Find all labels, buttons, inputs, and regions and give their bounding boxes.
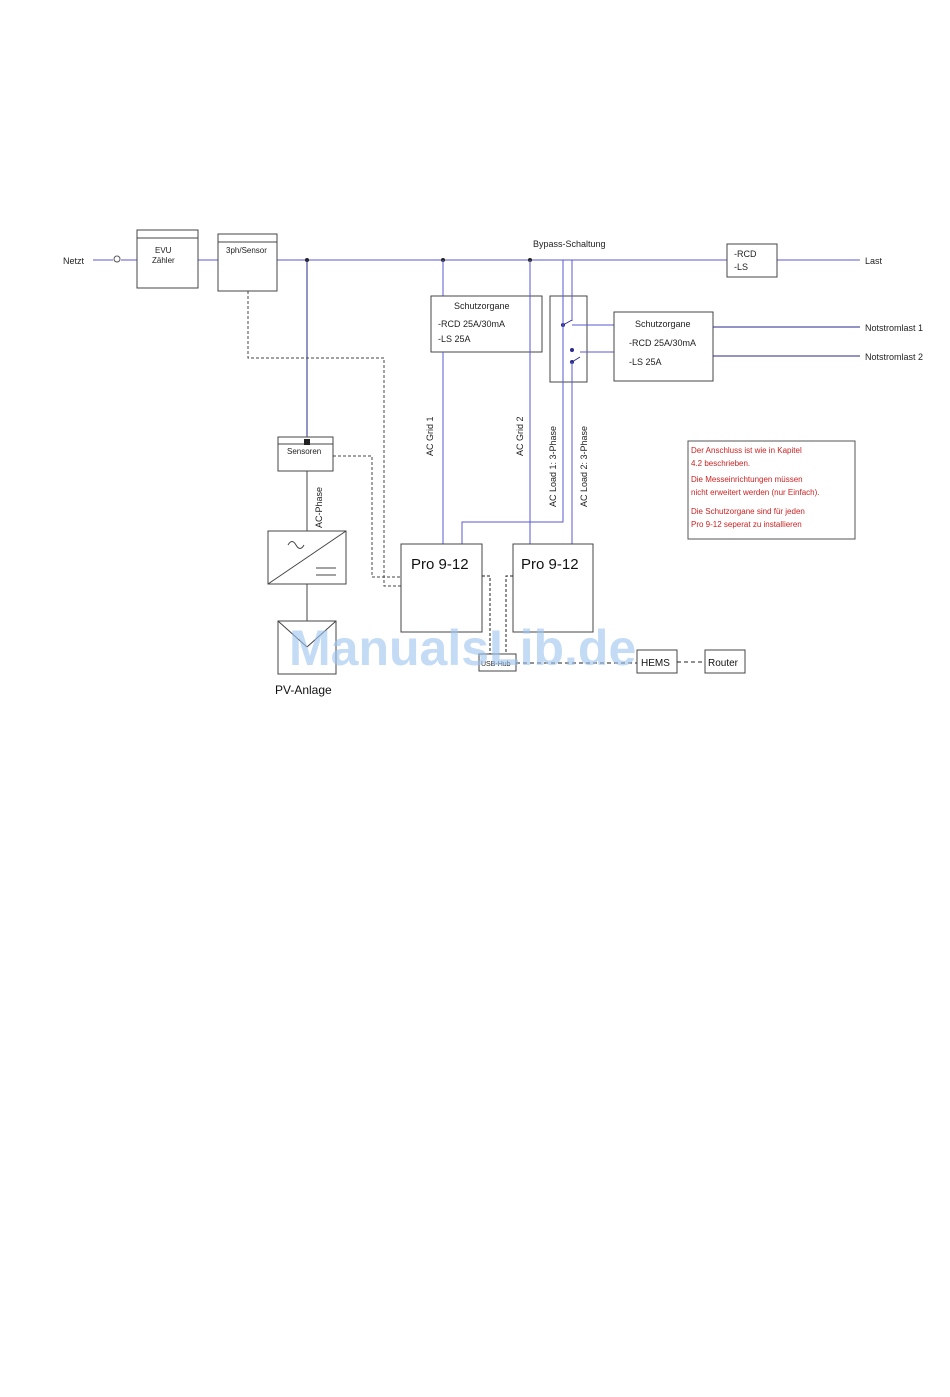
hems-box: HEMS [636,649,678,674]
schutz1-title: Schutzorgane [454,301,510,311]
pv-anlage-label: PV-Anlage [275,683,332,697]
sensor-3ph-box: 3ph/Sensor [217,233,278,292]
schutzorgane-box-2: Schutzorgane -RCD 25A/30mA -LS 25A [613,311,714,382]
grid-terminal [113,255,121,263]
note-p2-line2: nicht erweitert werden (nur Einfach). [691,488,820,497]
netz-label: Netzt [63,256,85,266]
pv-module-icon [277,620,337,675]
pro1-label: Pro 9-12 [411,556,469,573]
ac-grid2-label: AC Grid 2 [515,416,525,456]
sensoren-label: Sensoren [287,447,321,456]
inverter-icon [267,530,347,585]
rcd-ls-box: -RCD -LS [726,243,778,278]
note-p3-line1: Die Schutzorgane sind für jeden [691,507,805,516]
pro-unit-1: Pro 9-12 [400,543,483,633]
usb-hub-label: USB-Hub [481,661,511,668]
note-p1-line2: 4.2 beschrieben. [691,459,750,468]
note-p3-line2: Pro 9-12 seperat zu installieren [691,520,802,529]
pro-unit-2: Pro 9-12 [512,543,594,633]
sensor-data-dashed-line [247,291,401,587]
sensoren-box: Sensoren [277,436,334,472]
schutz2-rcd: -RCD 25A/30mA [629,338,696,348]
hems-label: HEMS [641,658,670,669]
pro2-label: Pro 9-12 [521,556,579,573]
ls-label: -LS [734,262,748,272]
router-box: Router [704,649,746,674]
watermark: ManualsLib.de [289,620,636,676]
schutzorgane-box-1: Schutzorgane -RCD 25A/30mA -LS 25A [430,295,543,353]
pro2-data-line [505,575,513,654]
schutz2-ls: -LS 25A [629,357,662,367]
pro1-data-line [482,575,491,654]
zaehler-label: Zähler [152,256,175,265]
schutz1-rcd: -RCD 25A/30mA [438,319,505,329]
ac-grid1-label: AC Grid 1 [425,416,435,456]
notstrom2-label: Notstromlast 2 [865,352,923,362]
ac-load2-label: AC Load 2: 3-Phase [579,426,589,507]
ac-phase-label: AC-Phase [314,487,324,528]
sensor-3ph-label: 3ph/Sensor [226,246,267,255]
last-label: Last [865,256,883,266]
ac-load1-line [461,325,564,544]
bypass-switch-box [549,295,588,383]
evu-label: EVU [155,246,172,255]
notstrom1-label: Notstromlast 1 [865,323,923,333]
ac-load1-label: AC Load 1: 3-Phase [548,426,558,507]
note-p1-line1: Der Anschluss ist wie in Kapitel [691,446,802,455]
schutz1-ls: -LS 25A [438,334,471,344]
schutz2-title: Schutzorgane [635,319,691,329]
rcd-label: -RCD [734,249,757,259]
installation-note: Der Anschluss ist wie in Kapitel 4.2 bes… [687,440,856,540]
evu-meter-box: EVU Zähler [136,229,199,289]
note-p2-line1: Die Messeinrichtungen müssen [691,475,803,484]
bypass-label: Bypass-Schaltung [533,239,606,249]
router-label: Router [708,658,739,669]
